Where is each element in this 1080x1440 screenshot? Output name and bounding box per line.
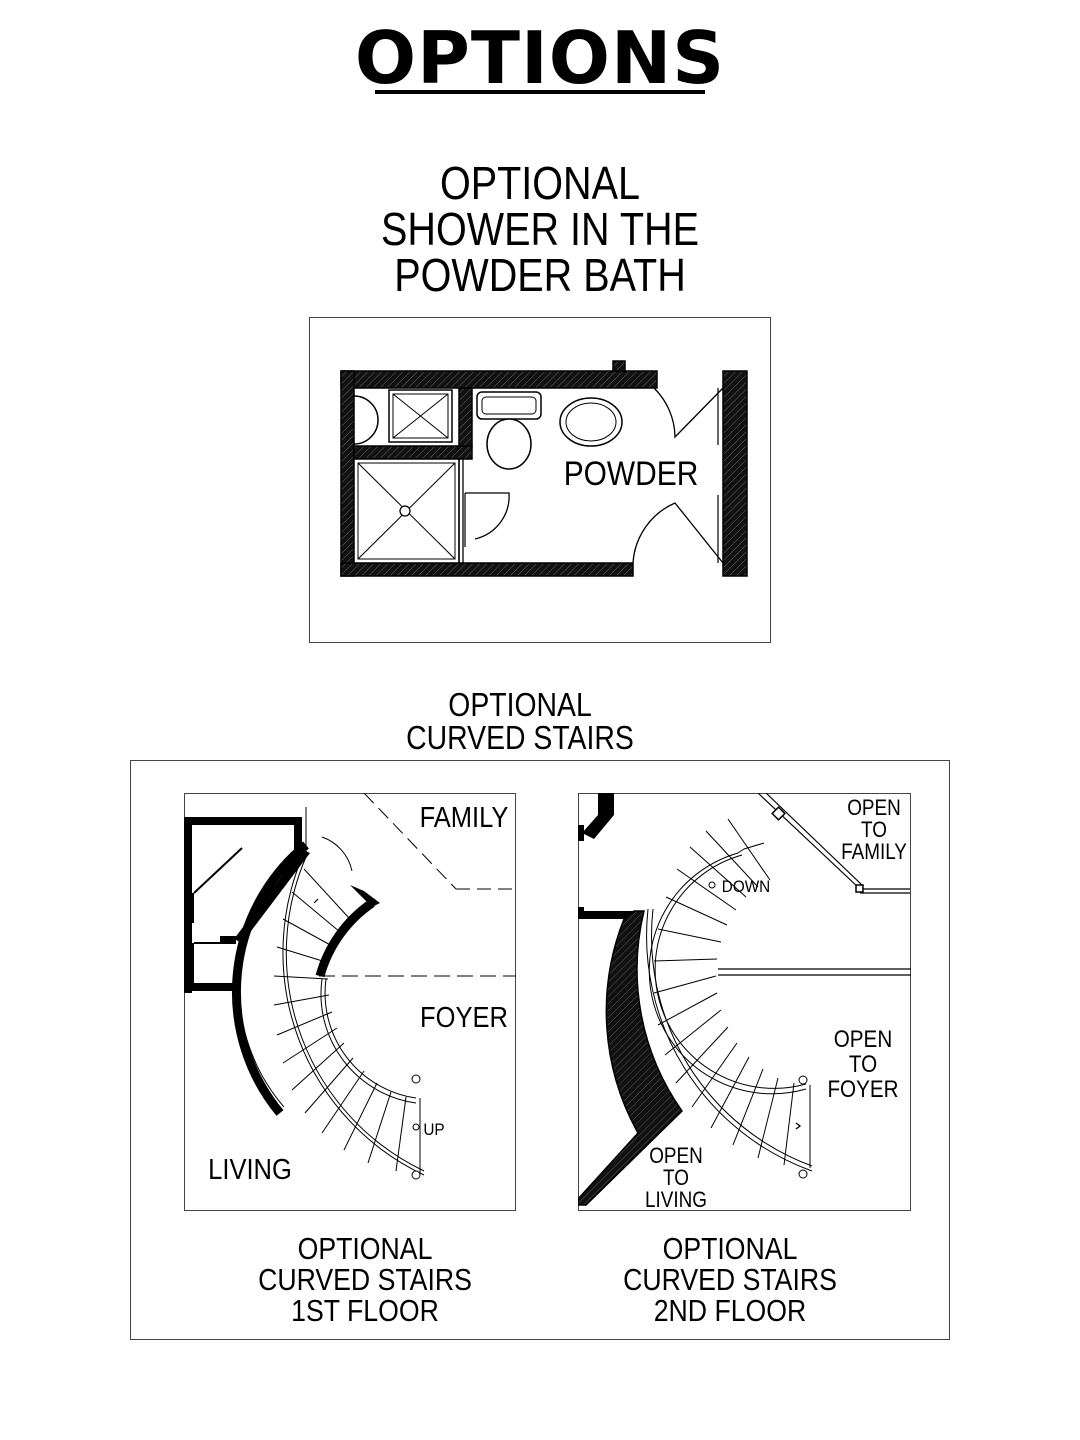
inner-wall [315,899,375,978]
svg-text:OPEN: OPEN [649,1144,703,1169]
title-underline [375,90,705,94]
bottom-wall [340,562,634,577]
open-to-foyer-label: OPEN TO FOYER [827,1026,898,1103]
open-to-living-label: OPEN TO LIVING [645,1144,707,1211]
left-wall [340,370,355,577]
shower-right-wall [458,387,473,447]
heading-line: SHOWER IN THE [381,203,699,255]
open-to-family-label: OPEN TO FAMILY [841,796,907,865]
living-label: LIVING [208,1152,292,1185]
down-label: DOWN [722,877,770,896]
second-floor-stair-plan: DOWN OPEN TO FAMILY OPEN TO FOYER OPEN T… [578,793,911,1211]
toilet-tank [476,391,542,420]
powder-bath-frame [309,317,771,643]
sink [559,397,623,447]
wall [186,893,194,923]
wall [294,817,302,857]
wall [186,943,194,983]
heading-line: OPTIONAL [448,686,592,723]
shower-option-heading: OPTIONAL SHOWER IN THE POWDER BATH [325,160,755,298]
svg-text:OPEN: OPEN [834,1026,892,1053]
page-title: OPTIONS [354,16,726,100]
family-label: FAMILY [420,800,509,833]
entry-door-bottom [632,502,724,564]
svg-text:FAMILY: FAMILY [841,840,907,865]
first-floor-stair-plan: FAMILY FOYER LIVING UP [184,793,516,1211]
svg-text:TO: TO [861,818,887,843]
niche [353,395,379,445]
stairs-option-heading: OPTIONAL CURVED STAIRS [322,688,718,754]
wall [220,936,236,944]
caption-line: 2ND FLOOR [653,1293,807,1328]
up-label: UP [423,1120,444,1139]
heading-line: OPTIONAL [439,157,641,209]
heading-line: POWDER BATH [394,249,686,301]
top-wall [340,370,658,389]
powder-room-label: POWDER [564,454,699,492]
caption-line: OPTIONAL [662,1231,798,1266]
shower-door [465,492,510,540]
svg-text:FOYER: FOYER [827,1076,898,1103]
svg-text:TO: TO [849,1051,877,1078]
svg-text:LIVING: LIVING [645,1188,707,1211]
caption-line: CURVED STAIRS [258,1262,472,1297]
toilet-bowl [486,418,532,470]
caption-line: 1ST FLOOR [291,1293,439,1328]
stair-treads [646,818,813,1172]
svg-text:TO: TO [663,1166,689,1191]
vent-stub [612,360,626,372]
wall [184,983,236,991]
right-wall [722,370,748,577]
entry-door-top [653,387,724,439]
foyer-label: FOYER [420,1000,508,1033]
first-floor-caption: OPTIONAL CURVED STAIRS 1ST FLOOR [184,1233,545,1326]
wall [184,817,302,825]
powder-bath-plan: POWDER [340,360,748,577]
shower-divider-wall [353,445,473,460]
heading-line: CURVED STAIRS [406,719,634,756]
caption-line: OPTIONAL [297,1231,433,1266]
stairs-outer-frame [130,760,950,1340]
caption-line: CURVED STAIRS [623,1262,837,1297]
second-floor-caption: OPTIONAL CURVED STAIRS 2ND FLOOR [549,1233,910,1326]
stair-treads [273,852,425,1176]
svg-text:OPEN: OPEN [847,796,901,821]
balcony-wall [578,910,683,1206]
